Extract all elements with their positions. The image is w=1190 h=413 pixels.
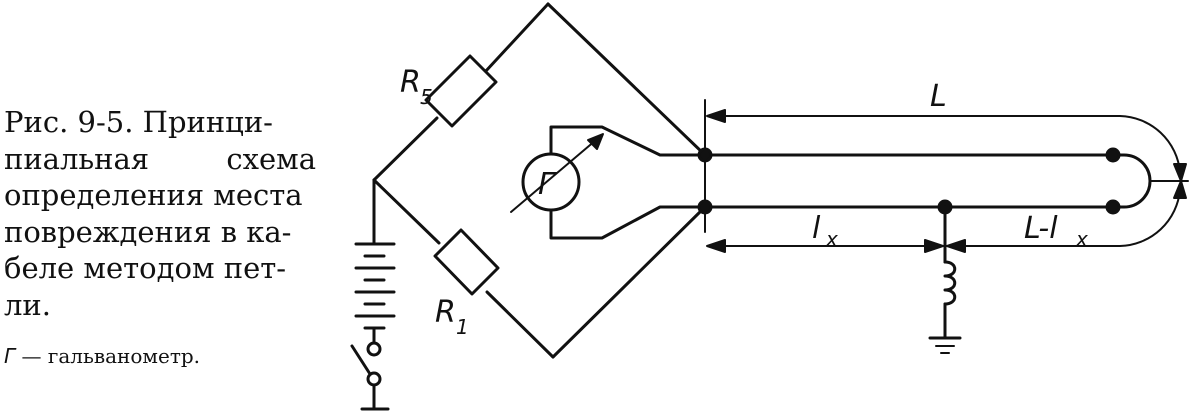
r1-label: R [435, 295, 456, 330]
wire-top-to-upper-node [546, 2, 707, 157]
legend-symbol: Г [4, 344, 16, 368]
caption-line-2: пиальная схема [4, 141, 316, 178]
wire-upper-node-to-galvanometer [549, 125, 707, 157]
r5-subscript: 5 [420, 85, 433, 109]
caption-word-skhema: схема [226, 141, 316, 176]
wire-lower-node-to-galvanometer [549, 205, 707, 240]
remainder-subscript: x [1075, 227, 1088, 251]
dimension-remainder-arrowhead-left [946, 239, 966, 253]
caption-line-5: беле методом пет- [4, 251, 287, 285]
wire-bottom-to-lower-node [551, 205, 707, 359]
wire-r5-to-top [483, 2, 550, 74]
lx-label: l [812, 211, 821, 246]
dimension-remainder-line [957, 189, 1181, 247]
dimension-lx-arrowhead-right [924, 239, 944, 253]
node-lower-end [1105, 199, 1121, 215]
switch-contact-top [366, 341, 382, 357]
battery-branch [350, 178, 396, 411]
cable-loop [697, 147, 1152, 215]
switch-lever [350, 344, 372, 376]
resistor-r1: R 1 [433, 228, 500, 339]
resistor-r5-body [424, 54, 498, 128]
caption-word-pialnaya: пиальная [4, 141, 150, 176]
dimension-l-arrowhead-right [1173, 163, 1187, 182]
r1-subscript: 1 [456, 315, 469, 339]
bridge-diamond [372, 2, 707, 359]
resistor-r1-body [433, 228, 500, 296]
galvanometer [521, 152, 581, 212]
wire-left-to-r1 [372, 178, 441, 245]
cable-loop-end [1111, 153, 1152, 209]
wire-left-to-r5 [372, 116, 439, 182]
caption-line-1: Рис. 9-5. Принци- [4, 105, 273, 139]
remainder-label: L-l [1024, 211, 1058, 246]
caption-line-4: повреждения в ка- [4, 214, 292, 249]
fault-to-ground [928, 205, 962, 354]
lx-subscript: x [825, 227, 838, 251]
wire-r1-to-bottom [485, 290, 555, 359]
dimension-lx-arrowhead-left [706, 239, 726, 253]
resistor-r5: R 5 [400, 54, 498, 128]
legend-text: — гальванометр. [15, 344, 201, 368]
fault-coil [943, 260, 957, 306]
length-l-label: L [930, 79, 947, 114]
dimension-l-arrowhead-left [706, 109, 726, 123]
galvanometer-needle [510, 139, 597, 213]
caption-line-6: ли. [4, 287, 51, 322]
galvanometer-label: Г [538, 167, 557, 202]
galvanometer-branch: Г [510, 125, 707, 240]
legend-galvanometer: Г — гальванометр. [4, 344, 200, 368]
dimension-remainder-arrowhead-right [1173, 180, 1187, 199]
dimension-l-line [717, 115, 1181, 173]
dimension-total-length: L [704, 79, 1189, 233]
dimension-distance-to-fault: l x [706, 211, 944, 253]
dimension-remainder-length: L-l x [946, 180, 1187, 253]
r5-label: R [400, 65, 421, 100]
node-upper-end [1105, 147, 1121, 163]
caption-line-3: определения места [4, 178, 303, 212]
galvanometer-arrowhead [587, 133, 604, 150]
figure-caption: Рис. 9-5. Принци- пиальная схема определ… [4, 104, 316, 323]
